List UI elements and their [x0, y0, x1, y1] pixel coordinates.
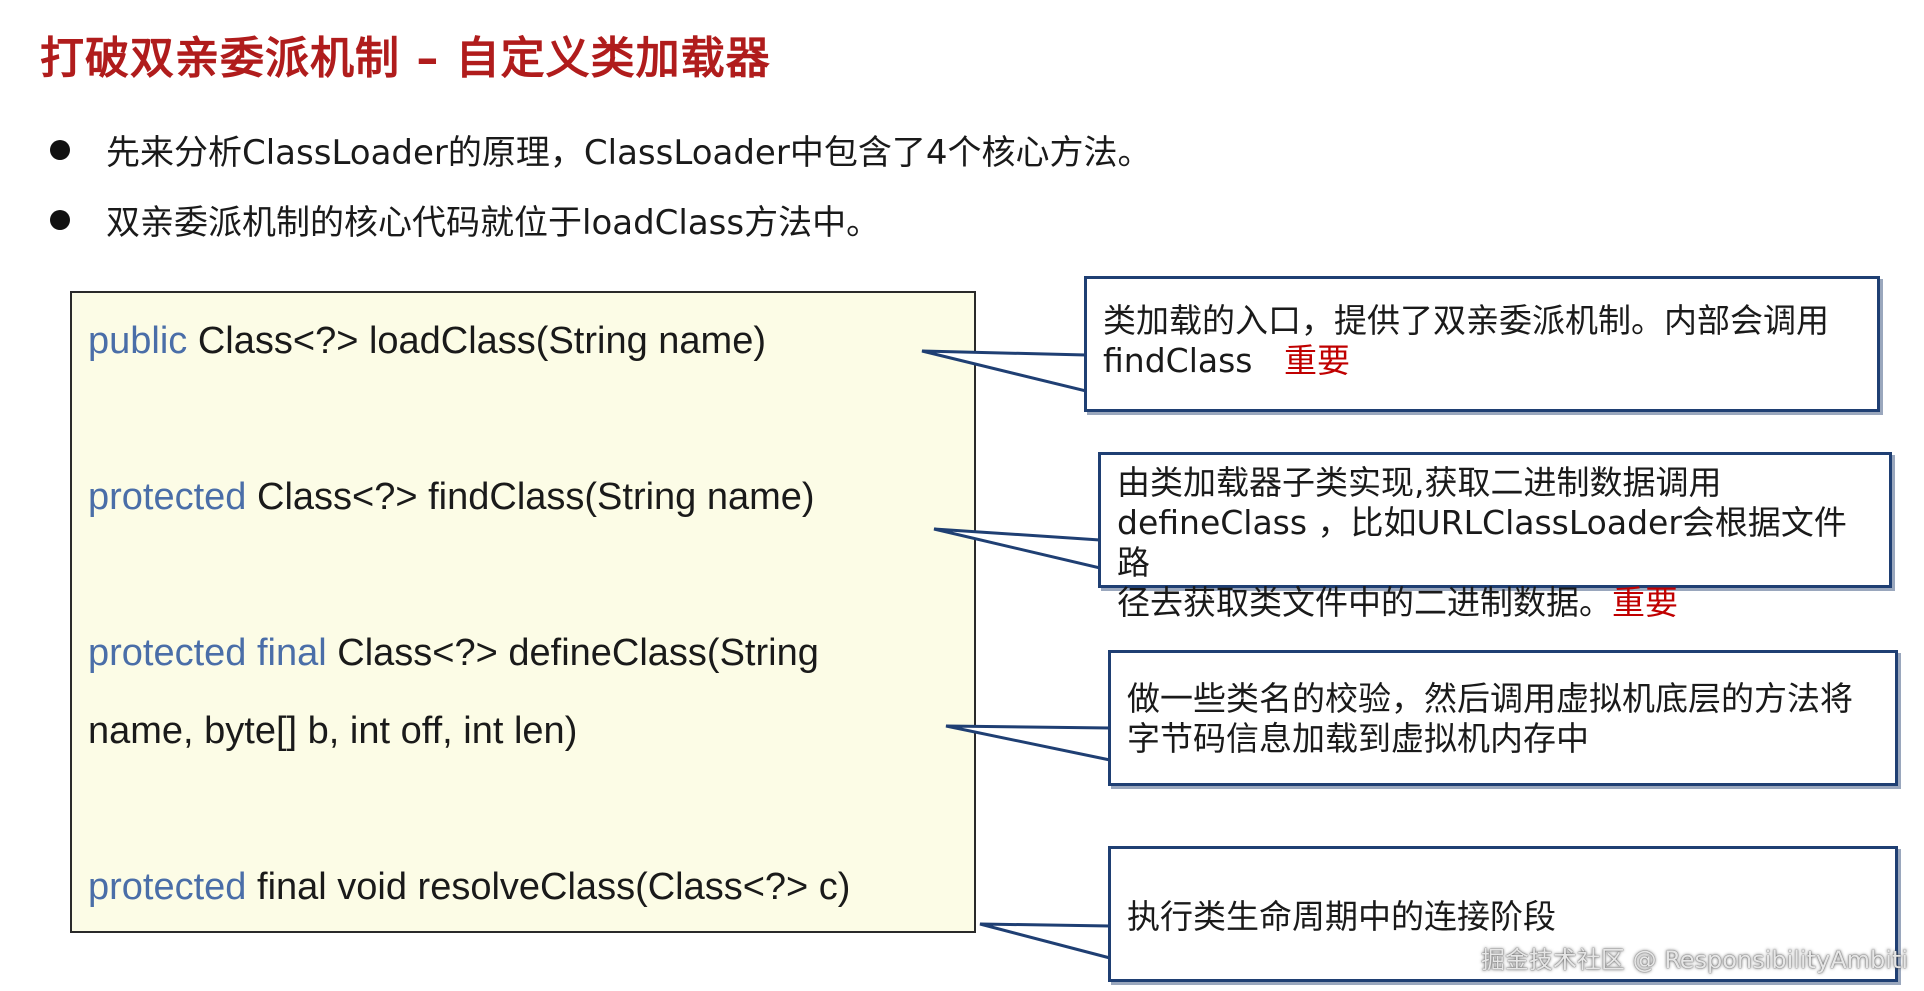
callout-resolve-class: 执行类生命周期中的连接阶段 — [1108, 846, 1898, 982]
bullet-text: 双亲委派机制的核心代码就位于loadClass方法中。 — [106, 203, 881, 243]
callout-pointer-2 — [933, 527, 1102, 570]
callout-line: 执行类生命周期中的连接阶段 — [1127, 897, 1556, 936]
method-resolve-class: protected final void resolveClass(Class<… — [88, 866, 850, 909]
method-modifier: protected — [88, 476, 247, 518]
bullet-item: 双亲委派机制的核心代码就位于loadClass方法中。 — [50, 195, 880, 244]
callout-define-class: 做一些类名的校验，然后调用虚拟机底层的方法将 字节码信息加载到虚拟机内存中 — [1108, 650, 1898, 786]
method-code-box — [70, 291, 976, 933]
bullet-dot-icon — [50, 139, 70, 160]
callout-pointer-4 — [979, 922, 1112, 960]
method-define-class: protected final Class<?> defineClass(Str… — [88, 632, 819, 675]
bullet-item: 先来分析ClassLoader的原理，ClassLoader中包含了4个核心方法… — [50, 125, 1151, 174]
callout-line: findClass 重要 — [1103, 341, 1861, 381]
method-modifier: public — [88, 320, 188, 362]
watermark: 掘金技术社区 @ ResponsibilityAmbiti — [1480, 946, 1908, 974]
bullet-dot-icon — [50, 209, 70, 230]
method-signature: Class<?> loadClass(String name) — [187, 320, 766, 362]
method-signature: Class<?> findClass(String name) — [246, 476, 815, 518]
callout-pointer-1 — [921, 349, 1088, 393]
callout-line: 字节码信息加载到虚拟机内存中 — [1127, 719, 1589, 758]
method-signature: final void resolveClass(Class<?> c) — [246, 866, 851, 908]
method-signature: Class<?> defineClass(String — [326, 632, 819, 674]
bullet-text: 先来分析ClassLoader的原理，ClassLoader中包含了4个核心方法… — [106, 133, 1152, 173]
callout-text: findClass — [1103, 341, 1253, 380]
callout-pointer-3 — [945, 724, 1112, 762]
callout-line: 由类加载器子类实现,获取二进制数据调用 — [1117, 463, 1722, 502]
page-title: 打破双亲委派机制 – 自定义类加载器 — [40, 33, 771, 84]
method-modifier: protected final — [88, 632, 327, 674]
callout-load-class: 类加载的入口，提供了双亲委派机制。内部会调用 findClass 重要 — [1084, 276, 1880, 412]
callout-line: 做一些类名的校验，然后调用虚拟机底层的方法将 — [1127, 679, 1853, 718]
important-label: 重要 — [1283, 341, 1350, 380]
method-load-class: public Class<?> loadClass(String name) — [88, 320, 766, 363]
method-define-class-params: name, byte[] b, int off, int len) — [88, 710, 578, 752]
method-modifier: protected — [88, 866, 247, 908]
method-find-class: protected Class<?> findClass(String name… — [88, 476, 815, 519]
callout-line: 类加载的入口，提供了双亲委派机制。内部会调用 — [1103, 301, 1829, 340]
important-label: 重要 — [1612, 583, 1678, 622]
callout-line: defineClass ，比如URLClassLoader会根据文件路 — [1117, 503, 1847, 582]
callout-text: 径去获取类文件中的二进制数据。 — [1117, 583, 1612, 622]
callout-find-class: 由类加载器子类实现,获取二进制数据调用 defineClass ，比如URLCl… — [1098, 452, 1892, 622]
callout-line: 径去获取类文件中的二进制数据。重要 — [1117, 583, 1873, 623]
